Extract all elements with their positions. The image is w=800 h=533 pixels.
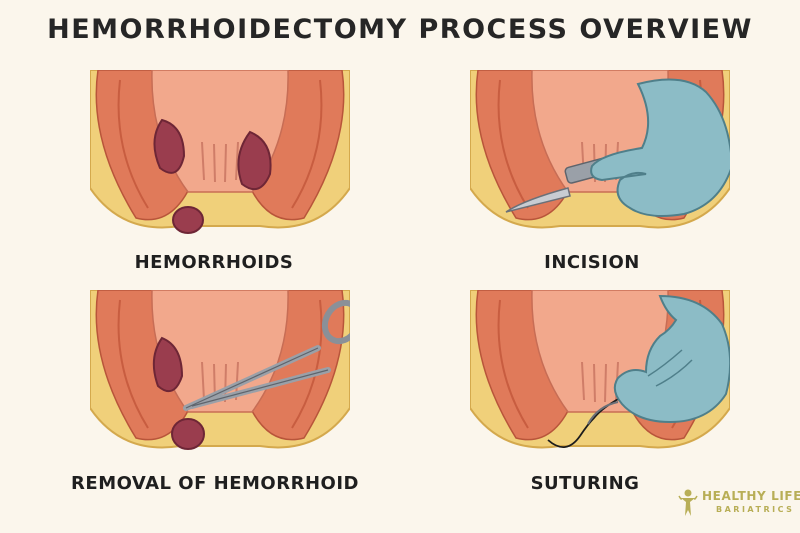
- figure-icon: [678, 489, 698, 516]
- page-title: HEMORRHOIDECTOMY PROCESS OVERVIEW: [47, 14, 753, 45]
- hemorrhoid-being-removed: [152, 336, 184, 393]
- incision-illustration: [470, 70, 730, 240]
- gloved-hand: [590, 78, 730, 217]
- logo-line-1: HEALTHY LIFE: [702, 489, 800, 503]
- step-label-removal: REMOVAL OF HEMORRHOID: [71, 473, 359, 494]
- brand-logo: HEALTHY LIFE BARIATRICS: [678, 486, 800, 522]
- excised-hemorrhoid: [171, 418, 205, 450]
- suture-needle: [587, 401, 619, 425]
- hemorrhoids-illustration: [90, 70, 350, 240]
- step-label-hemorrhoids: HEMORRHOIDS: [134, 252, 294, 273]
- surgical-scissors: [183, 299, 350, 411]
- internal-hemorrhoid-right: [237, 130, 272, 191]
- step-label-suturing: SUTURING: [530, 473, 640, 494]
- suturing-illustration: [470, 290, 730, 460]
- external-hemorrhoid: [172, 206, 204, 234]
- removal-illustration: [90, 290, 350, 460]
- scalpel-blade: [505, 187, 571, 213]
- logo-line-2: BARIATRICS: [716, 505, 795, 514]
- step-label-incision: INCISION: [544, 252, 640, 273]
- internal-hemorrhoid-left: [153, 118, 186, 174]
